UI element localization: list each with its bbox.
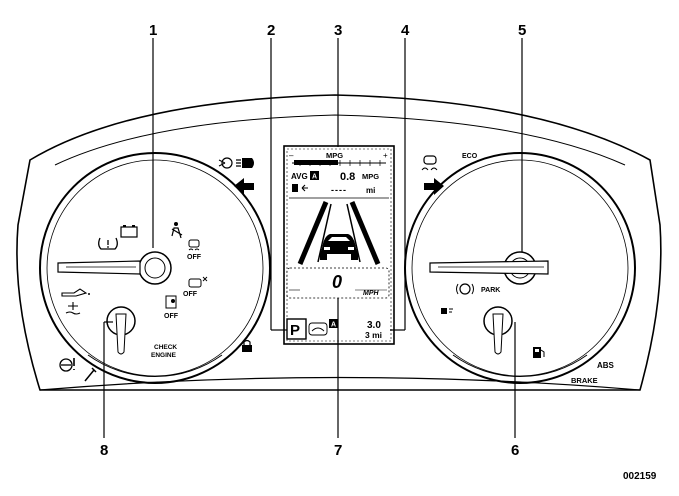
avg-tag: A <box>312 174 317 181</box>
mpg-minus-label: – <box>289 151 294 160</box>
trip-tag-box <box>329 319 338 328</box>
avg-tag-box <box>310 171 319 180</box>
callout-7: 7 <box>334 442 342 459</box>
cluster-housing-inner <box>54 114 626 166</box>
callout-4: 4 <box>401 22 410 39</box>
right-gauge <box>404 152 636 384</box>
off-label-2: OFF <box>183 291 198 298</box>
callout-8: 8 <box>100 442 108 459</box>
traction-icon <box>421 155 438 171</box>
abs-label: ABS <box>597 361 615 370</box>
speed-unit: MPH <box>363 290 380 297</box>
avg-unit: MPG <box>362 172 379 181</box>
off-label-1: OFF <box>187 254 202 261</box>
avg-value: 0.8 <box>340 171 355 183</box>
mpg-plus-label: + <box>383 151 388 160</box>
traction-off-icon <box>188 239 200 251</box>
left-gauge <box>39 152 271 384</box>
callout-3: 3 <box>334 22 342 39</box>
range-unit: mi <box>366 186 375 195</box>
left-gauge-needle <box>57 260 141 275</box>
callout-2: 2 <box>267 22 275 39</box>
right-turn-arrow-icon <box>424 178 444 195</box>
callout-leaders <box>103 38 523 438</box>
cluster-bottom-rim <box>39 376 641 391</box>
fuel-pump-icon <box>292 184 308 192</box>
airbag-off-icon <box>165 295 177 309</box>
fog-light-icon <box>218 157 254 169</box>
left-turn-arrow-icon <box>234 178 254 195</box>
range-value: ---- <box>331 185 347 195</box>
security-lock-icon <box>242 339 252 352</box>
mpg-scale-label: MPG <box>326 151 343 160</box>
figure-id: 002159 <box>623 471 657 482</box>
vsc-off-icon <box>188 276 208 288</box>
parking-brake-icon <box>456 283 474 295</box>
right-gauge-needle <box>429 260 549 275</box>
multi-info-display <box>283 145 395 345</box>
battery-icon <box>120 225 138 238</box>
trip-unit: 3 mi <box>365 330 382 340</box>
off-label-3: OFF <box>164 313 179 320</box>
wrench-icon <box>84 367 97 382</box>
check-engine-line1: CHECK <box>154 344 177 351</box>
trip-value: 3.0 <box>367 320 381 331</box>
seatbelt-icon <box>171 222 183 239</box>
gear-indicator-box <box>286 318 307 340</box>
gear-indicator: P <box>290 322 300 339</box>
callout-6: 6 <box>511 442 519 459</box>
trip-tag: A <box>331 322 336 329</box>
speed-value: 0 <box>332 272 342 292</box>
power-steering-icon <box>59 358 75 372</box>
avg-label: AVG <box>291 172 308 181</box>
tpms-icon <box>98 237 118 250</box>
left-gauge-hub <box>138 251 172 285</box>
callout-5: 5 <box>518 22 526 39</box>
eco-label: ECO <box>462 153 478 160</box>
park-label: PARK <box>481 287 500 294</box>
brake-pad-icon <box>441 308 453 314</box>
oil-pressure-icon <box>61 288 90 297</box>
cluster-housing <box>16 94 662 391</box>
callout-1: 1 <box>149 22 157 39</box>
check-engine-line2: ENGINE <box>151 352 177 359</box>
fuel-icon <box>533 347 545 358</box>
awd-icon <box>308 322 328 336</box>
coolant-icon <box>65 302 81 315</box>
brake-label: BRAKE <box>571 376 598 385</box>
car-icon <box>320 234 358 260</box>
